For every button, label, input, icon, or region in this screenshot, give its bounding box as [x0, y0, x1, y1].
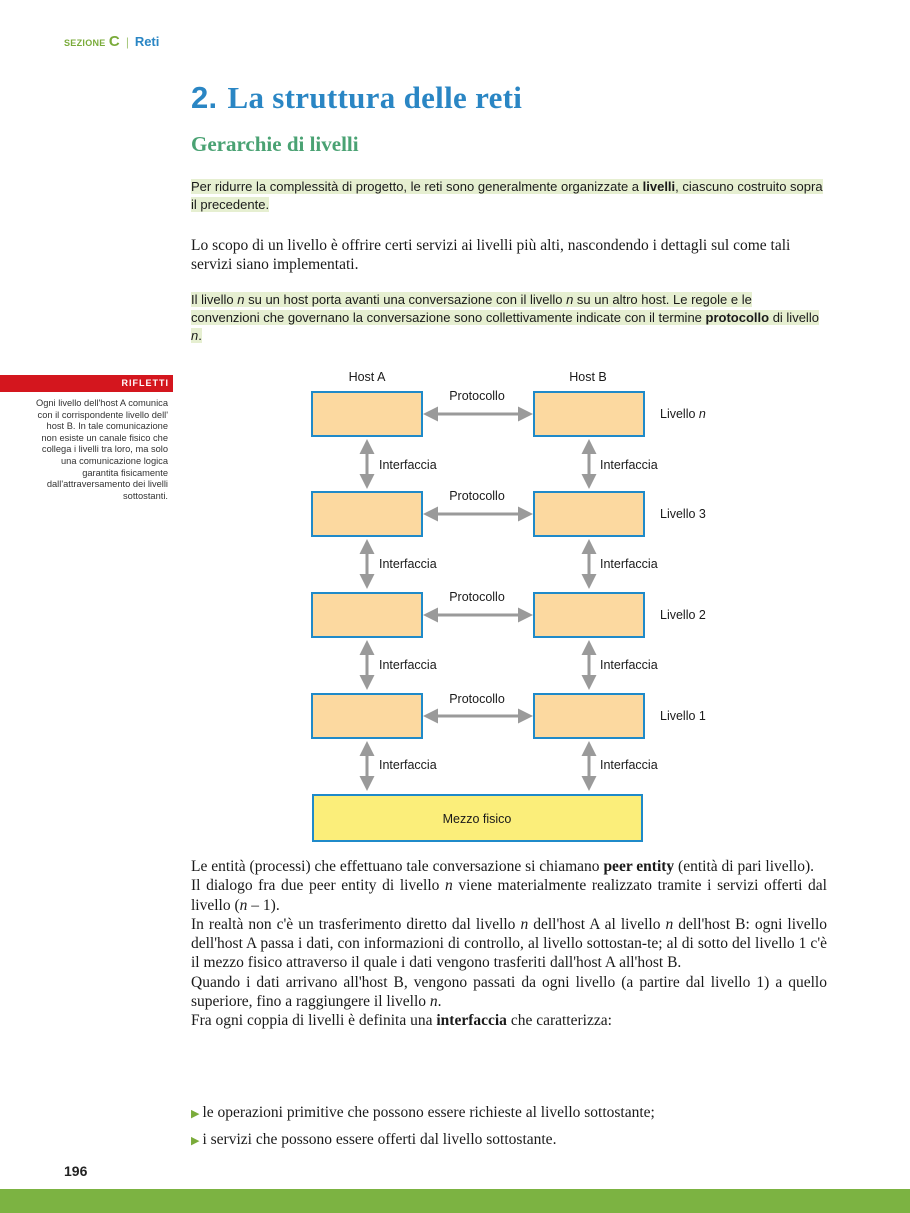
- interface-label-b-2: Interfaccia: [600, 557, 658, 571]
- host-a-level-3-box: [311, 491, 423, 537]
- interface-label-a-2: Interfaccia: [379, 557, 437, 571]
- body-paragraph-2: Il dialogo fra due peer entity di livell…: [191, 877, 827, 914]
- hl2-bold: protocollo: [705, 310, 770, 325]
- bullet-list: ▶le operazioni primitive che possono ess…: [191, 1100, 831, 1154]
- body-paragraph-5: Fra ogni coppia di livelli è definita un…: [191, 1012, 612, 1030]
- level-3-label: Livello 3: [660, 507, 706, 521]
- chapter-title-text: La struttura delle reti: [227, 80, 523, 115]
- body-paragraph-1: Le entità (processi) che effettuano tale…: [191, 858, 815, 875]
- highlight1-text: Per ridurre la complessità di progetto, …: [191, 179, 643, 194]
- bullet-item: ▶i servizi che possono essere offerti da…: [191, 1131, 557, 1148]
- hl2-t2: su un host porta avanti una conversazion…: [244, 292, 567, 307]
- paragraph-1: Lo scopo di un livello è offrire certi s…: [191, 237, 791, 273]
- protocol-label-2: Protocollo: [449, 590, 505, 604]
- level-n-label: Livello n: [660, 407, 706, 421]
- page-number: 196: [64, 1163, 88, 1179]
- host-a-level-n-box: [311, 391, 423, 437]
- hl2-n1: n: [237, 292, 245, 307]
- level-1-label: Livello 1: [660, 709, 706, 723]
- section-separator: |: [125, 34, 129, 49]
- highlight1-bold: livelli: [642, 179, 676, 194]
- highlight1-text-end: , ciascuno costruito sopra il precedente…: [191, 179, 823, 212]
- host-b-level-n-box: [533, 391, 645, 437]
- host-b-level-3-box: [533, 491, 645, 537]
- interface-label-a-3: Interfaccia: [379, 658, 437, 672]
- bullet-item: ▶le operazioni primitive che possono ess…: [191, 1104, 655, 1121]
- hl2-n3: n: [191, 328, 199, 343]
- section-name: Reti: [134, 34, 160, 49]
- protocol-label-n: Protocollo: [449, 389, 505, 403]
- chapter-title: 2. La struttura delle reti: [191, 80, 522, 116]
- hl2-t3: su un altro host. Le regole e le convenz…: [191, 292, 752, 325]
- body-paragraph-4: Quando i dati arrivano all'host B, vengo…: [191, 973, 827, 1011]
- section-subtitle: Gerarchie di livelli: [191, 132, 359, 156]
- section-letter: C: [108, 33, 120, 50]
- bullet-triangle-icon: ▶: [191, 1135, 200, 1147]
- hl2-t5: .: [198, 328, 202, 343]
- host-a-label: Host A: [349, 370, 386, 384]
- interface-label-b-1: Interfaccia: [600, 458, 658, 472]
- hl2-n2: n: [566, 292, 574, 307]
- host-b-label: Host B: [569, 370, 607, 384]
- bullet-triangle-icon: ▶: [191, 1108, 200, 1120]
- highlight-box-1: Per ridurre la complessità di progetto, …: [191, 178, 824, 214]
- body-paragraph-3: In realtà non c'è un trasferimento diret…: [191, 915, 828, 972]
- interface-label-a-1: Interfaccia: [379, 458, 437, 472]
- section-header: SEZIONE C | Reti: [64, 33, 159, 50]
- host-b-level-1-box: [533, 693, 645, 739]
- interface-label-a-4: Interfaccia: [379, 758, 437, 772]
- body-text: Le entità (processi) che effettuano tale…: [191, 857, 827, 1031]
- protocol-label-3: Protocollo: [449, 489, 505, 503]
- host-b-level-2-box: [533, 592, 645, 638]
- interface-label-b-4: Interfaccia: [600, 758, 658, 772]
- sidebar-heading: RIFLETTI: [0, 375, 173, 392]
- host-a-level-1-box: [311, 693, 423, 739]
- chapter-number: 2.: [191, 80, 218, 115]
- section-word: SEZIONE: [64, 38, 106, 48]
- hl2-t4: di livello: [769, 310, 819, 325]
- hl2-t1: Il livello: [191, 292, 238, 307]
- interface-label-b-3: Interfaccia: [600, 658, 658, 672]
- highlight-box-2: Il livello n su un host porta avanti una…: [191, 291, 824, 345]
- protocol-label-1: Protocollo: [449, 692, 505, 706]
- level-2-label: Livello 2: [660, 608, 706, 622]
- physical-medium-label: Mezzo fisico: [443, 812, 512, 826]
- physical-medium-box: [312, 794, 643, 842]
- host-a-level-2-box: [311, 592, 423, 638]
- footer-bar: [0, 1189, 910, 1213]
- sidebar-text: Ogni livello dell'host A comunica con il…: [35, 398, 168, 501]
